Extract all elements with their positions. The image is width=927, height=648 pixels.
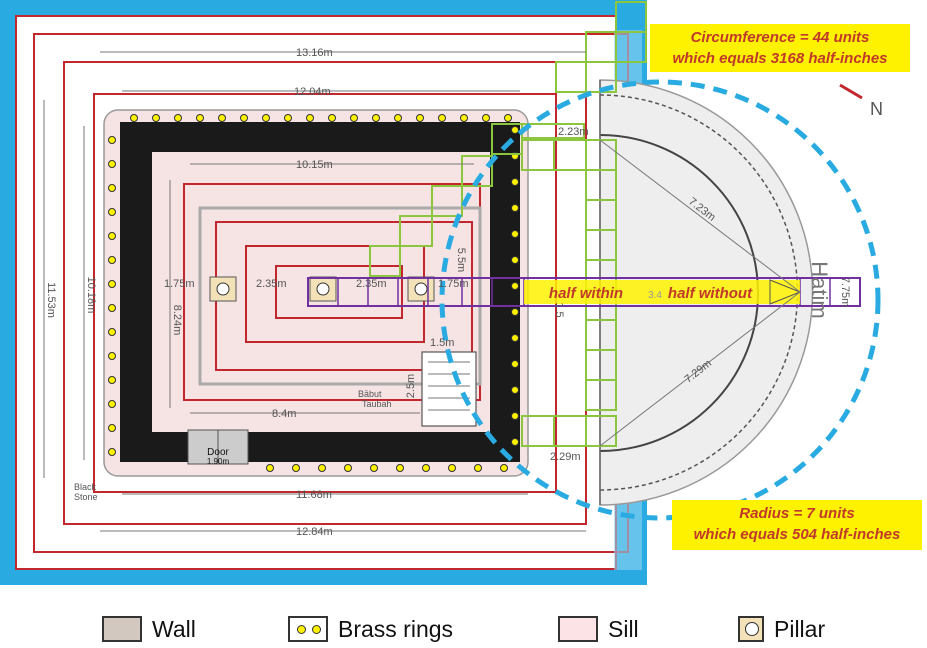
staircase (421, 351, 477, 427)
pillar-1 (209, 276, 237, 302)
wall-swatch (102, 616, 142, 642)
black-stone-label-2: Stone (74, 492, 98, 502)
dim-2.35-left: 2.35m (256, 278, 287, 290)
radius-line-1-text: Radius = 7 units (739, 505, 855, 522)
dim-2.35-right: 2.35m (356, 278, 387, 290)
dim-12.84: 12.84m (296, 526, 333, 538)
brass-rings-bottom (266, 464, 508, 472)
legend-sill: Sill (558, 612, 639, 646)
dim-11.68: 11.68m (296, 489, 332, 501)
legend-pillar-label: Pillar (774, 615, 826, 642)
dim-2.29: 2.29m (550, 451, 581, 463)
half-within-label: half within (549, 285, 623, 302)
brass-rings-right (511, 126, 519, 446)
sill-swatch (558, 616, 598, 642)
green-grid (369, 1, 647, 447)
dim-12.04: 12.04m (294, 86, 331, 98)
half-without-label: half without (668, 285, 753, 302)
black-stone-label-1: Black (74, 482, 97, 492)
north-arrow (839, 83, 863, 100)
dim-13.16: 13.16m (296, 47, 333, 59)
half-band (524, 280, 800, 304)
pillar-2 (309, 276, 337, 302)
dim-7.75: 7.75m (839, 277, 851, 308)
brass-rings-top (130, 114, 512, 122)
door-label: Door (207, 447, 229, 458)
legend-brass-rings: Brass rings (288, 612, 453, 646)
babut-label-2: Taubah (362, 399, 392, 409)
pillar-3 (407, 276, 435, 302)
dim-10.15: 10.15m (296, 159, 333, 171)
legend-wall: Wall (102, 612, 196, 646)
hidden-center-label: 3.4 (648, 290, 662, 301)
grey-inner (198, 206, 482, 386)
arrow-right (769, 279, 802, 305)
legend-sill-label: Sill (608, 615, 639, 642)
red-inner-4 (275, 265, 403, 319)
babut-label-1: Bābut (358, 389, 382, 399)
radius-line-2 (599, 291, 801, 447)
dim-10.18: 10.18m (85, 277, 97, 314)
radius-line-2-text: which equals 504 half-inches (693, 526, 901, 543)
hatim-label: Hatim (807, 261, 832, 318)
dim-1.75-right: 1.75m (438, 278, 469, 290)
dim-8.24: 8.24m (171, 305, 183, 336)
dim-8.4: 8.4m (272, 408, 296, 420)
brass-rings-left (108, 136, 116, 456)
circumference-line-2: which equals 3168 half-inches (672, 50, 888, 67)
dim-1.5-edge: 1.5 (553, 302, 565, 317)
legend-brass-rings-label: Brass rings (338, 615, 454, 642)
dim-2.5: 2.5m (405, 374, 417, 398)
kaaba-diagram: N 13.16m 12.04m 10.15m 8.4m 11.68m 12.84… (0, 0, 883, 585)
brass-rings-swatch (288, 616, 328, 642)
dim-1.75-left: 1.75m (164, 278, 195, 290)
dashed-circle (439, 79, 881, 521)
legend-wall-label: Wall (152, 615, 196, 642)
circumference-note: Circumference = 44 units which equals 31… (650, 24, 910, 72)
purple-grid (307, 277, 861, 307)
dim-2.23: 2.23m (558, 126, 589, 138)
dim-11.53: 11.53m (45, 282, 57, 318)
pillar-swatch (738, 616, 764, 642)
radius-note: Radius = 7 units which equals 504 half-i… (672, 500, 922, 550)
circumference-line-1: Circumference = 44 units (690, 29, 870, 46)
dim-1.5: 1.5m (430, 337, 454, 349)
dim-5.5: 5.5m (455, 248, 467, 272)
door-width: 1.90m (207, 457, 230, 466)
legend-pillar: Pillar (738, 612, 825, 646)
north-label: N (870, 99, 883, 119)
radius-line-1 (599, 139, 801, 293)
